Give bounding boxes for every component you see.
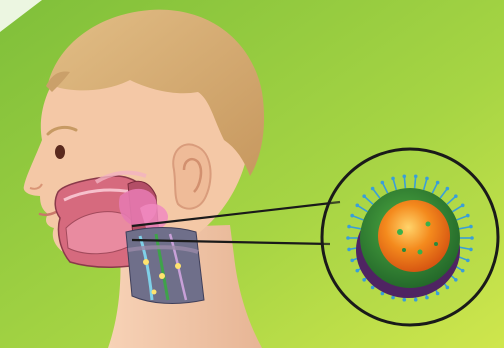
- virus-spike-tip: [355, 269, 359, 273]
- virus-spike-tip: [414, 174, 418, 178]
- virus-spike-tip: [362, 194, 366, 198]
- virus-spike-tip: [436, 181, 440, 185]
- lymph-node-4: [152, 290, 157, 295]
- virus-spike-tip: [350, 214, 354, 218]
- virus-spike-tip: [402, 298, 406, 302]
- virus-spike-tip: [391, 177, 395, 181]
- virus-dot: [434, 242, 438, 246]
- virus-spike: [415, 176, 416, 188]
- virus-spike-tip: [355, 204, 359, 208]
- virus-spike-tip: [454, 194, 458, 198]
- virus-spike-tip: [347, 225, 351, 229]
- virus-spike-tip: [402, 174, 406, 178]
- virus-spike-tip: [469, 225, 473, 229]
- lymph-node-1: [143, 259, 149, 265]
- virus-core: [378, 200, 450, 272]
- neck-dissection: [126, 228, 204, 304]
- virus-spike-tip: [454, 278, 458, 282]
- virus-spike-tip: [469, 248, 473, 252]
- virus-dot: [402, 248, 406, 252]
- virus-spike-tip: [466, 259, 470, 263]
- virus-spike-tip: [371, 187, 375, 191]
- virus-dot: [426, 222, 431, 227]
- virus-spike-tip: [414, 298, 418, 302]
- lymph-node-2: [159, 273, 165, 279]
- virus-spike-tip: [446, 286, 450, 290]
- lymph-node-3: [175, 263, 181, 269]
- virus-spike: [404, 176, 405, 188]
- virus-spike-tip: [346, 236, 350, 240]
- virus-spike-tip: [381, 181, 385, 185]
- virus-spike-tip: [425, 296, 429, 300]
- virus-spike-tip: [425, 177, 429, 181]
- virus-dot: [397, 229, 403, 235]
- virus-spike-tip: [362, 278, 366, 282]
- eye: [55, 145, 65, 159]
- virus-spike-tip: [461, 269, 465, 273]
- virus-spike-tip: [436, 292, 440, 296]
- virus-dot: [418, 250, 423, 255]
- virus-spike-tip: [466, 214, 470, 218]
- virus-spike-tip: [446, 187, 450, 191]
- virus-spike-tip: [350, 259, 354, 263]
- virus-spike-tip: [347, 248, 351, 252]
- virus-spike-tip: [461, 204, 465, 208]
- virus-spike-tip: [391, 296, 395, 300]
- virus-spike-tip: [470, 236, 474, 240]
- ear: [173, 144, 210, 208]
